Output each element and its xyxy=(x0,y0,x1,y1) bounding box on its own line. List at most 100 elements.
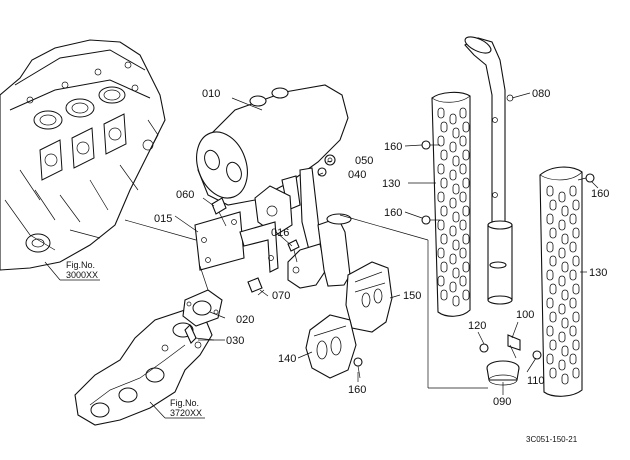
part-labels: 010 015 016 020 030 040 050 060 070 080 … xyxy=(154,88,609,408)
engine-fig-number: 3000XX xyxy=(66,270,98,280)
label-110: 110 xyxy=(527,375,545,387)
perforation-slot xyxy=(558,303,566,315)
label-140: 140 xyxy=(278,353,296,365)
perforation-slot xyxy=(572,227,580,239)
perforation-slot xyxy=(572,367,580,379)
perforation-slot xyxy=(558,219,566,231)
perforation-slot xyxy=(449,169,457,181)
label-160-mid: 160 xyxy=(384,207,402,219)
perforation-slot xyxy=(462,205,470,217)
label-160-bottom: 160 xyxy=(348,384,366,396)
label-016: 016 xyxy=(271,227,289,239)
manifold-figure-reference[interactable]: Fig.No. 3720XX xyxy=(149,398,205,419)
perforation-slot xyxy=(459,163,467,175)
perforation-slot xyxy=(459,107,467,119)
perforation-slot xyxy=(561,345,569,357)
perforation-slot xyxy=(546,325,554,337)
bolt-016 xyxy=(287,239,300,263)
perforation-slot xyxy=(440,289,448,301)
perforation-slot xyxy=(440,149,448,161)
label-160-top: 160 xyxy=(384,141,402,153)
engine-block xyxy=(0,39,166,271)
perforation-slot xyxy=(440,121,448,133)
nut-120 xyxy=(479,343,489,353)
perforation-slot xyxy=(546,297,554,309)
perforation-slot xyxy=(437,163,445,175)
label-010: 010 xyxy=(202,88,220,100)
elbow-pipe xyxy=(287,213,352,289)
perforation-slot xyxy=(437,219,445,231)
label-040: 040 xyxy=(348,169,366,181)
perforation-slot xyxy=(549,311,557,323)
screw-160-mid xyxy=(421,215,440,225)
nut-050 xyxy=(324,154,336,166)
perforation-slot xyxy=(558,247,566,259)
perforation-slot xyxy=(561,233,569,245)
perforation-slot xyxy=(462,177,470,189)
perforation-slot xyxy=(449,253,457,265)
perforation-slot xyxy=(549,339,557,351)
perforation-slot xyxy=(437,275,445,287)
perforation-slot xyxy=(569,353,577,365)
gasket-020 xyxy=(182,289,223,327)
perforation-slot xyxy=(561,205,569,217)
perforation-slot xyxy=(449,197,457,209)
perforation-slot xyxy=(569,297,577,309)
perforation-slot xyxy=(440,205,448,217)
label-030: 030 xyxy=(226,335,244,347)
perforation-slot xyxy=(449,113,457,125)
perforation-slot xyxy=(459,275,467,287)
perforation-slot xyxy=(572,311,580,323)
perforation-slot xyxy=(546,241,554,253)
perforation-slot xyxy=(569,213,577,225)
perforation-slot xyxy=(558,331,566,343)
perforation-slot xyxy=(449,225,457,237)
perforation-slot xyxy=(437,191,445,203)
perforation-slot xyxy=(452,239,460,251)
tail-pipe-080 xyxy=(464,36,514,305)
label-100: 100 xyxy=(516,309,534,321)
drawing-code: 3C051-150-21 xyxy=(526,435,578,444)
label-090: 090 xyxy=(493,396,511,408)
perforation-slot xyxy=(452,211,460,223)
perforation-slot xyxy=(462,261,470,273)
perforation-slot xyxy=(558,359,566,371)
perforation-slot xyxy=(462,121,470,133)
label-070: 070 xyxy=(272,290,290,302)
perforation-slot xyxy=(459,247,467,259)
perforation-slot xyxy=(572,255,580,267)
perforation-slot xyxy=(452,295,460,307)
heat-shield-140 xyxy=(305,314,357,379)
label-080: 080 xyxy=(532,88,550,100)
perforation-slot xyxy=(572,199,580,211)
label-160-right: 160 xyxy=(591,188,609,200)
perforation-slot xyxy=(440,233,448,245)
bolt-060 xyxy=(211,197,227,227)
engine-figure-reference[interactable]: Fig.No. 3000XX xyxy=(44,260,100,281)
perforated-guard-130-left xyxy=(431,91,471,317)
perforation-slot xyxy=(569,241,577,253)
perforation-slot xyxy=(546,269,554,281)
perforation-slot xyxy=(462,289,470,301)
muffler-010 xyxy=(196,84,349,263)
perforation-slot xyxy=(459,191,467,203)
label-150: 150 xyxy=(403,290,421,302)
label-130-right: 130 xyxy=(589,267,607,279)
manifold-fig-label: Fig.No. xyxy=(170,398,199,408)
leader-lines xyxy=(124,92,599,395)
perforation-slot xyxy=(549,367,557,379)
perforation-slot xyxy=(572,283,580,295)
perforation-slot xyxy=(449,141,457,153)
perforation-slot xyxy=(440,177,448,189)
label-050: 050 xyxy=(355,155,373,167)
label-015: 015 xyxy=(154,213,172,225)
perforation-slot xyxy=(440,261,448,273)
bolt-100 xyxy=(507,334,521,359)
exhaust-manifold xyxy=(74,309,213,426)
perforation-slot xyxy=(561,261,569,273)
perforation-slot xyxy=(549,227,557,239)
perforation-slot xyxy=(558,275,566,287)
perforated-guard-130-right xyxy=(539,166,583,397)
perforation-slot xyxy=(462,233,470,245)
